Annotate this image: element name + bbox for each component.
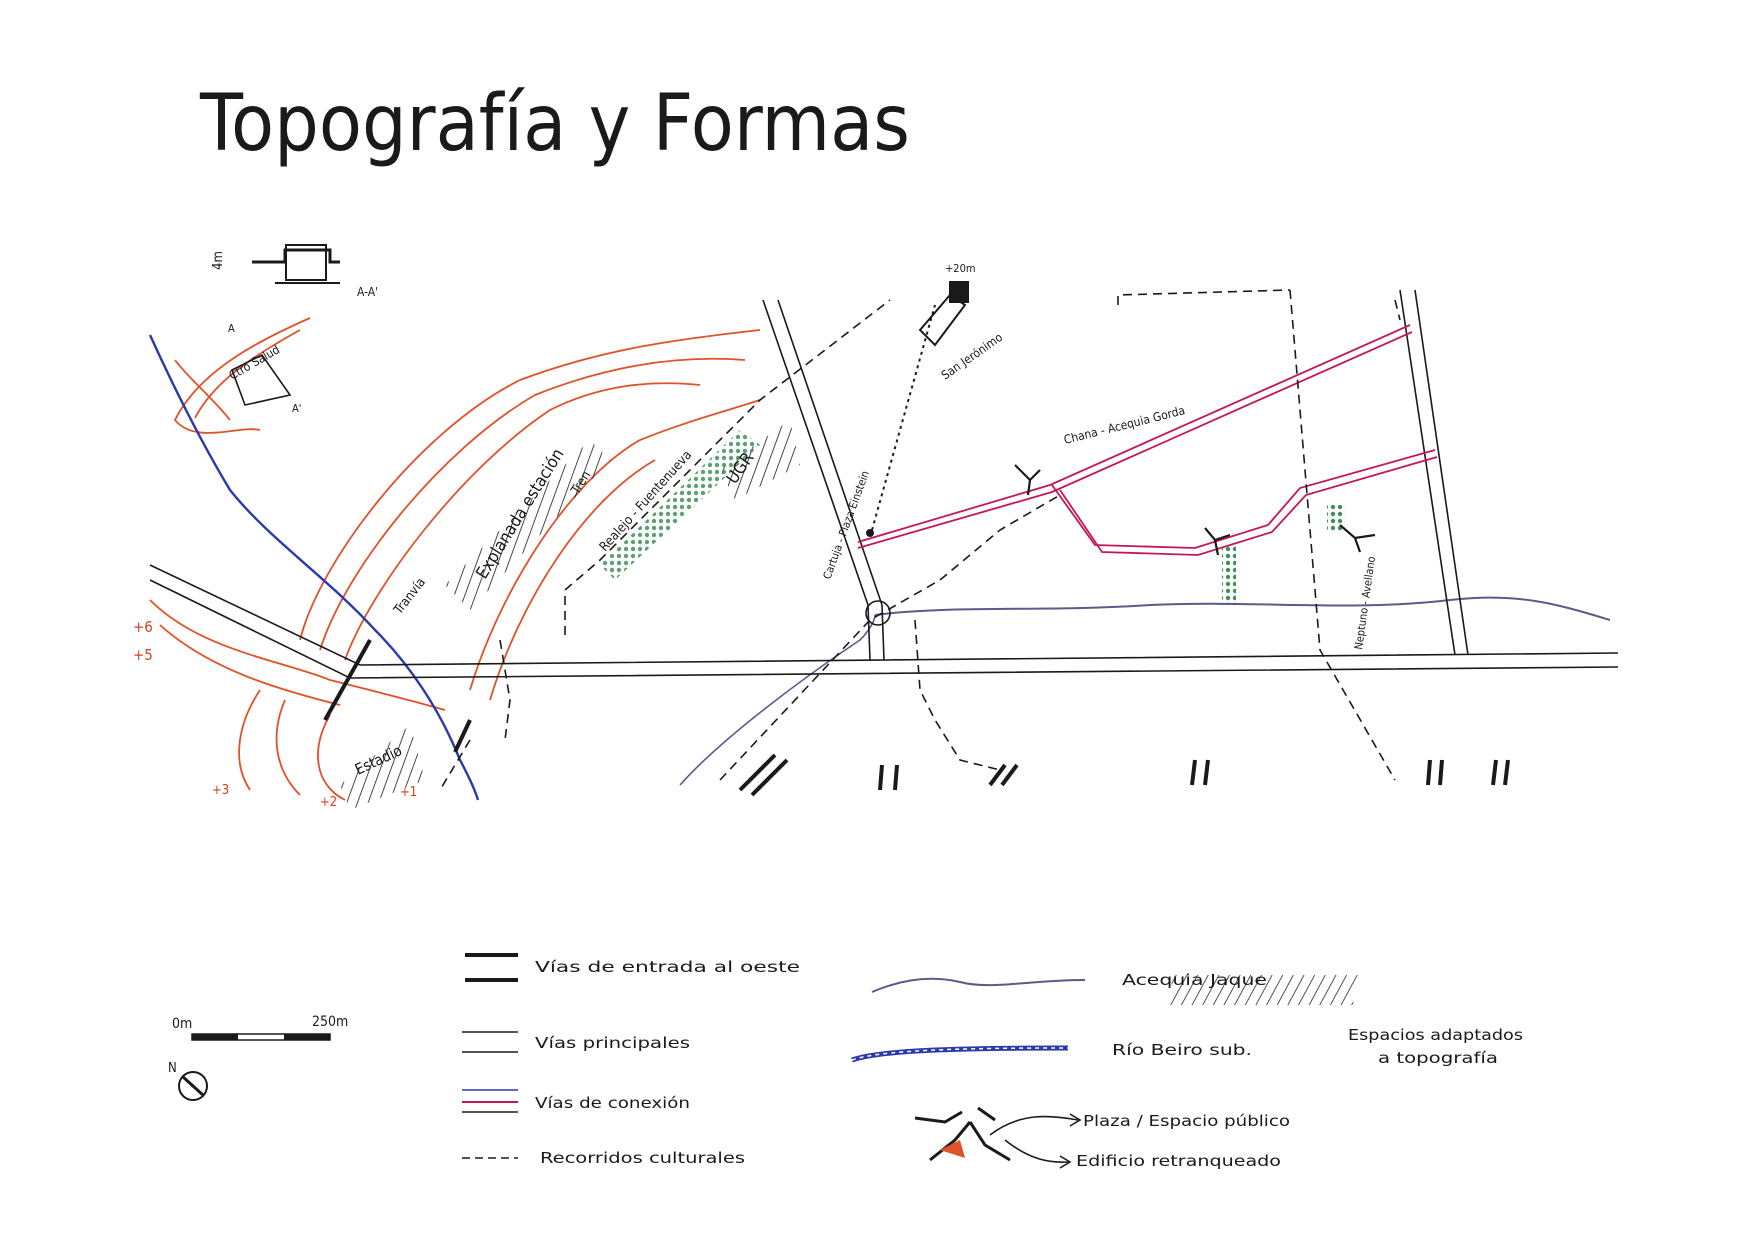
legend-main-roads: Vías principales	[462, 1031, 690, 1053]
contour-level-label: +1	[400, 785, 417, 800]
cartuja-label: Cartuja - Plaza Einstein	[821, 469, 872, 581]
san-jeronimo-label: San Jerónimo	[939, 330, 1006, 383]
contour-level-label: +3	[212, 783, 229, 798]
legend-cultural-routes: Recorridos culturales	[462, 1149, 745, 1167]
san-jeronimo-path	[871, 304, 936, 531]
legend-label: Vías de conexión	[535, 1094, 690, 1112]
san-jeronimo-building	[918, 281, 969, 347]
legend-label: Recorridos culturales	[540, 1149, 745, 1167]
connection-roads	[857, 324, 1438, 556]
main-roads	[149, 289, 1619, 679]
legend-entry-roads: Vías de entrada al oeste	[465, 953, 800, 982]
cultural-routes	[439, 289, 1401, 791]
section-label: A-A'	[357, 285, 378, 299]
scale-bar: 0m 250m	[172, 1014, 348, 1041]
page-title: Topografía y Formas	[199, 79, 910, 169]
height-20m-label: +20m	[945, 262, 976, 275]
north-arrow-icon: N	[168, 1061, 208, 1101]
north-label: N	[168, 1061, 177, 1076]
legend: Vías de entrada al oeste Vías principale…	[462, 953, 1523, 1170]
legend-adapted-spaces: Espacios adaptados a topografía	[1167, 975, 1523, 1067]
legend-river: Río Beiro sub.	[851, 1041, 1252, 1063]
river-beiro	[148, 334, 480, 801]
viewpoint-dot	[866, 529, 874, 537]
scale-start-label: 0m	[172, 1016, 192, 1032]
adapted-space-areas	[231, 353, 800, 810]
section-height-label: 4m	[211, 251, 226, 270]
tranvia-label: Tranvía	[391, 575, 429, 618]
plaza-marks	[1014, 464, 1376, 556]
section-aa-sketch: 4m A-A'	[211, 244, 378, 299]
legend-label: Plaza / Espacio público	[1083, 1112, 1290, 1130]
contour-level-label: +2	[320, 795, 337, 810]
contour-level-label: +5	[133, 646, 153, 664]
legend-connection-roads: Vías de conexión	[462, 1089, 690, 1113]
legend-label: Vías de entrada al oeste	[535, 958, 800, 976]
section-mark-a: A	[228, 322, 235, 335]
legend-label: Espacios adaptados	[1348, 1026, 1523, 1044]
roundabout	[865, 600, 891, 626]
section-mark-a-prime: A'	[292, 402, 302, 415]
entry-roads	[323, 639, 1510, 797]
scale-end-label: 250m	[312, 1014, 348, 1030]
legend-label: Edificio retranqueado	[1076, 1152, 1281, 1170]
legend-setback: Edificio retranqueado	[1004, 1139, 1281, 1170]
ctro-salud-label: Ctro Salud	[227, 342, 283, 382]
legend-plaza: Plaza / Espacio público	[914, 1106, 1290, 1162]
acequia-line-west	[679, 614, 876, 786]
contour-lines	[149, 317, 761, 801]
vegetation-patch	[1222, 545, 1236, 605]
vegetation-strip	[600, 430, 760, 580]
legend-label: Vías principales	[535, 1034, 690, 1052]
acequia-line	[874, 596, 1611, 621]
neptuno-label: Neptuno - Avellano	[1352, 555, 1378, 650]
legend-label: a topografía	[1378, 1049, 1498, 1067]
contour-level-label: +6	[133, 618, 153, 636]
legend-label: Río Beiro sub.	[1112, 1041, 1252, 1059]
